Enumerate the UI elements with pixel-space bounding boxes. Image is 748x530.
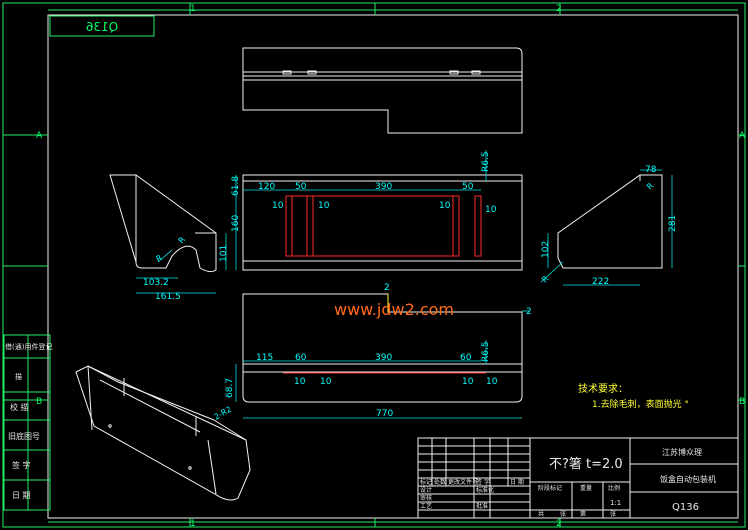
tb-sheet-unit-1: 张 <box>560 510 566 518</box>
tb-role-approve: 批准 <box>476 502 488 510</box>
dim-front-2-r2: 2-R2 <box>213 405 234 422</box>
dim-right-222: 222 <box>592 277 609 287</box>
strip-label-registry: 借(通)用件登记 <box>5 342 52 351</box>
dim-right-102: 102 <box>541 241 551 258</box>
tb-sheet-no: 第 <box>580 510 586 518</box>
isometric-view <box>75 365 251 501</box>
dim-front-10-b: 10 <box>320 377 332 387</box>
dim-plan-50-left: 50 <box>295 182 307 192</box>
dim-left-161-5: 161.5 <box>155 292 181 302</box>
strip-label-signature: 签 字 <box>12 460 31 470</box>
tb-row-sign: 签 字 <box>476 478 490 486</box>
dim-front-68-7: 68.7 <box>225 378 235 398</box>
dim-plan-160: 160 <box>231 215 241 232</box>
dim-front-10-d: 10 <box>486 377 498 387</box>
tb-sheet-unit-2: 张 <box>610 510 616 518</box>
front-view-outline <box>242 293 523 403</box>
zone-label-right-b: B <box>739 397 745 407</box>
tb-drawing-no: Q136 <box>672 502 699 513</box>
tb-company: 江苏博众理 <box>662 447 702 457</box>
tb-role-design: 设计 <box>420 486 432 494</box>
strip-label-old-drawing-no: 旧底图号 <box>8 431 40 441</box>
left-side-view <box>109 174 227 294</box>
dim-front-390: 390 <box>375 353 392 363</box>
dim-left-r-lower: R <box>155 253 165 264</box>
dim-right-78: 78 <box>645 165 657 175</box>
zone-label-left-b: B <box>36 397 42 407</box>
dim-right-r-upper: R <box>645 181 656 192</box>
dim-front-10-c: 10 <box>462 377 474 387</box>
tech-req-item-1: 1.去除毛刺，表面抛光 ° <box>592 398 689 410</box>
strip-label-check-trace: 校 描 <box>10 402 29 412</box>
dim-plan-10-d: 10 <box>485 205 497 215</box>
tb-sheet-total: 共 <box>538 510 544 518</box>
tb-material: 不?箸 t=2.0 <box>549 456 623 472</box>
strip-label-date: 日 期 <box>12 491 31 500</box>
tb-role-review: 审核 <box>420 494 432 502</box>
zone-label-right-a: A <box>739 131 746 141</box>
dim-front-2-side: 2 <box>526 307 532 317</box>
tb-role-craft: 工艺 <box>420 502 432 510</box>
tb-scale-value: 1:1 <box>610 499 621 507</box>
watermark-text: www.jdw2.com <box>334 300 454 319</box>
dim-plan-61-8: 61.8 <box>231 176 241 196</box>
strip-label-trace: 描 <box>15 372 22 381</box>
tech-req-title: 技术要求： <box>578 382 628 395</box>
front-view-dimensions <box>235 310 530 419</box>
dim-plan-390: 390 <box>375 182 392 192</box>
tb-role-std: 标准化 <box>476 486 494 494</box>
dim-plan-10-c: 10 <box>439 201 451 211</box>
tb-scale-label: 比例 <box>608 484 620 492</box>
right-side-view <box>540 169 673 286</box>
tb-stage-mark: 阶段标记 <box>538 484 562 492</box>
dim-plan-10-b: 10 <box>318 201 330 211</box>
tb-product: 饭盒自动包装机 <box>660 474 716 484</box>
tb-row-date: 日 期 <box>510 478 524 486</box>
zone-label-left-a: A <box>36 131 43 141</box>
dim-left-103-2: 103.2 <box>143 278 169 288</box>
zone-label-bottom-2: 2 <box>556 519 562 529</box>
dim-front-10-a: 10 <box>294 377 306 387</box>
tb-row-change-doc: 更改文件号 <box>448 478 478 486</box>
zone-label-bottom-1: 1 <box>190 519 196 529</box>
left-strip <box>3 334 51 511</box>
dim-front-60-right: 60 <box>460 353 472 363</box>
dim-right-r-lower: R <box>540 274 551 285</box>
dim-plan-10-a: 10 <box>272 201 284 211</box>
dim-plan-50-right: 50 <box>462 182 474 192</box>
dim-plan-120: 120 <box>258 182 275 192</box>
dim-left-101: 101 <box>219 245 229 262</box>
tb-row-count: 处数 <box>434 478 446 486</box>
plan-view-dimensions <box>235 150 487 270</box>
title-block-grid <box>417 437 739 519</box>
tb-row-mark: 标记 <box>420 478 432 486</box>
top-view-outline <box>242 47 523 134</box>
dim-front-60-left: 60 <box>295 353 307 363</box>
dim-front-r6-5: R6.5 <box>481 341 491 362</box>
zone-label-top-2: 2 <box>556 4 562 14</box>
tb-weight: 重量 <box>580 484 592 492</box>
corner-code-box <box>49 15 155 37</box>
zone-label-top-1: 1 <box>190 4 196 14</box>
dim-right-281: 281 <box>668 215 678 232</box>
corner-code-text: Q136 <box>86 20 118 34</box>
dim-plan-r6-5: R6.5 <box>481 151 491 172</box>
dim-front-115: 115 <box>256 353 273 363</box>
dim-front-770: 770 <box>376 409 393 419</box>
dim-front-2-top: 2 <box>384 283 390 293</box>
plan-view-outline <box>242 174 523 271</box>
dim-left-r-upper: R <box>177 235 188 245</box>
